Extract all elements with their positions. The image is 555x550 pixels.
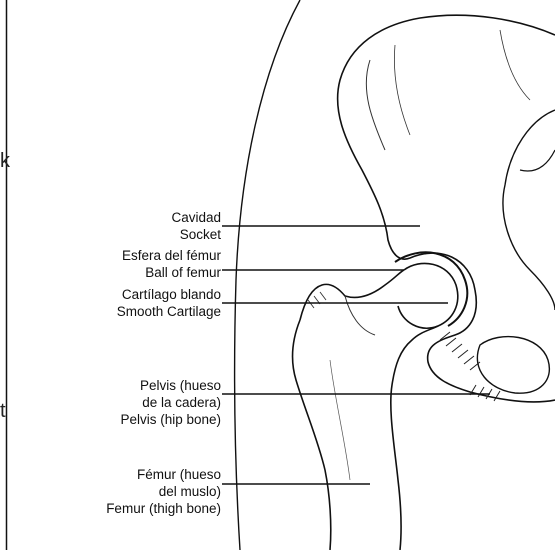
label-femur: Fémur (hueso del muslo) Femur (thigh bon… [106, 466, 221, 517]
femur-medial-shaft [391, 326, 438, 550]
label-socket-en: Socket [171, 226, 221, 243]
label-femur-es-2: del muslo) [106, 483, 221, 500]
label-cartilage-es: Cartílago blando [117, 286, 221, 303]
pelvis-detail-3 [500, 30, 530, 100]
label-ball-es: Esfera del fémur [122, 247, 221, 264]
label-femur-es-1: Fémur (hueso [106, 466, 221, 483]
pelvis-inner-edge [503, 110, 555, 310]
label-socket: Cavidad Socket [171, 209, 221, 243]
femur-shaft-detail [330, 360, 350, 480]
label-ball-en: Ball of femur [122, 264, 221, 281]
obturator-opening [477, 337, 549, 394]
femur-neck-detail [345, 296, 375, 335]
pelvis-detail-1 [366, 60, 385, 150]
label-pelvis: Pelvis (hueso de la cadera) Pelvis (hip … [120, 377, 221, 428]
femur-greater-trochanter [300, 270, 404, 320]
edge-fragment-k: k [0, 150, 10, 173]
edge-fragment-t: t [0, 400, 6, 423]
label-pelvis-es-1: Pelvis (hueso [120, 377, 221, 394]
label-cartilage: Cartílago blando Smooth Cartilage [117, 286, 221, 320]
femur-lateral-shaft [293, 320, 331, 550]
label-socket-es: Cavidad [171, 209, 221, 226]
pelvis-detail-4 [520, 150, 555, 171]
label-pelvis-en: Pelvis (hip bone) [120, 411, 221, 428]
body-outline [235, 0, 300, 550]
label-cartilage-en: Smooth Cartilage [117, 303, 221, 320]
pelvis-detail-2 [394, 45, 410, 135]
label-femur-en: Femur (thigh bone) [106, 500, 221, 517]
pelvis-bone [338, 15, 555, 402]
label-pelvis-es-2: de la cadera) [120, 394, 221, 411]
label-ball: Esfera del fémur Ball of femur [122, 247, 221, 281]
femoral-head [398, 263, 458, 328]
